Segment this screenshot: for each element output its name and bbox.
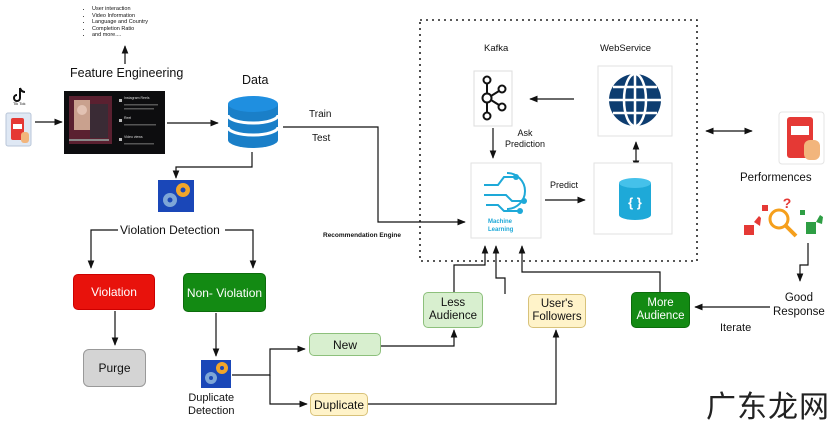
violation-detection-label: Violation Detection — [120, 223, 220, 237]
feature-list: User interaction Video Information Langu… — [82, 6, 148, 39]
feedback-icon: ? — [738, 193, 828, 241]
arrow-to-non-violation — [225, 229, 257, 269]
arrow-followers-to-ml — [492, 245, 506, 294]
kafka-icon — [473, 70, 513, 127]
webservice-label: WebService — [600, 43, 652, 54]
duplicate-gears-icon — [201, 360, 231, 388]
svg-text:{ }: { } — [628, 195, 642, 210]
svg-text:?: ? — [783, 195, 792, 211]
ml-line2: Learning — [488, 227, 514, 233]
good-response-label: Good Response — [773, 292, 825, 318]
arrow-to-duplicate — [269, 375, 308, 408]
arrow-to-violation — [87, 229, 118, 269]
tiktok-label: Tik Tok — [13, 101, 26, 106]
globe-icon — [597, 65, 673, 137]
phone-icon — [5, 112, 32, 147]
arrow-perf-to-good — [796, 243, 809, 282]
watermark: 广东龙网 — [706, 390, 830, 425]
duplicate-box: Duplicate — [310, 393, 368, 416]
duplicate-detection-label: Duplicate Detection — [188, 392, 235, 417]
gears-icon — [158, 180, 194, 212]
recommendation-engine-label: Recommendation Engine — [323, 232, 402, 239]
feature-list-item: and more.... — [92, 32, 148, 39]
arrow-duplicate-to-followers — [368, 329, 560, 405]
ml-line1: Machine — [488, 219, 513, 225]
performences-label: Performences — [740, 172, 812, 184]
machine-learning-icon — [470, 162, 542, 239]
arrow-less-to-ml — [453, 245, 489, 292]
data-label: Data — [242, 73, 269, 87]
train-label: Train — [309, 109, 332, 120]
arrow-data-to-gears — [172, 152, 253, 179]
users-followers-box: User's Followers — [528, 294, 586, 328]
ask-prediction-label: Ask Prediction — [505, 128, 546, 149]
non-violation-box: Non- Violation — [183, 273, 266, 312]
feature-list-item: Video Information — [92, 13, 148, 20]
feature-list-item: User interaction — [92, 6, 148, 13]
kafka-label: Kafka — [484, 43, 509, 54]
screen-item: Video views — [124, 135, 143, 139]
violation-box: Violation — [73, 274, 155, 310]
new-box: New — [309, 333, 381, 356]
recommendation-engine-boundary — [419, 19, 698, 262]
less-audience-box: Less Audience — [423, 292, 483, 328]
app-screenshot-panel — [64, 91, 165, 154]
arrow-to-new — [232, 345, 306, 376]
feature-list-item: Completion Ratio — [92, 26, 148, 33]
arrow-new-to-less — [381, 329, 458, 347]
feature-list-item: Language and Country — [92, 19, 148, 26]
feature-engineering-label: Feature Engineering — [70, 66, 184, 80]
arrow-data-to-ml — [283, 126, 466, 226]
performance-phone-icon — [778, 111, 825, 165]
more-audience-box: More Audience — [631, 292, 690, 328]
data-service-icon: { } — [593, 162, 673, 235]
purge-box: Purge — [83, 349, 146, 387]
arrow-more-to-ml — [518, 245, 661, 292]
predict-label: Predict — [550, 180, 579, 190]
screen-item: Instagram Reels — [124, 96, 150, 100]
iterate-label: Iterate — [720, 322, 752, 334]
screen-item: Reel — [124, 116, 132, 120]
test-label: Test — [312, 133, 331, 144]
tiktok-icon — [8, 84, 36, 108]
database-icon — [226, 96, 280, 148]
